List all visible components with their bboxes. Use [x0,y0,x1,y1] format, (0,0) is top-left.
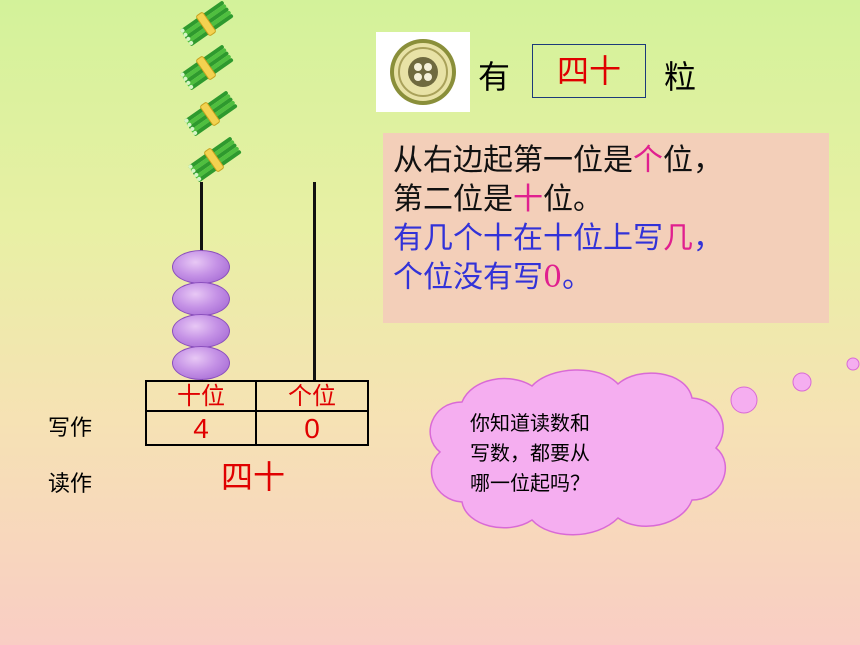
bubble-line-1: 你知道读数和 [470,411,590,435]
ones-header: 个位 [257,382,367,412]
rule-text: 第二位是 [393,182,513,217]
stick-bundles [178,0,244,185]
write-as-label: 写作 [48,416,93,441]
bundle-2 [178,42,236,93]
rule-text: 从右边起第一位是 [393,143,633,178]
rule-box: 从右边起第一位是个位， 第二位是十位。 有几个十在十位上写几， 个位没有写0。 [383,133,829,323]
rule-text: 位， [663,143,723,178]
tens-bead [172,314,230,348]
bubble-line-3: 哪一位起吗？ [470,471,590,495]
read-value: 四十 [221,458,286,496]
bundle-4 [186,134,244,185]
tens-bead [172,250,230,284]
rule-text: 位。 [543,182,603,217]
bundle-1 [178,0,236,49]
tens-digit: 4 [147,412,257,444]
rule-highlight: 十 [513,182,543,217]
rule-text: 个位没有写 [393,260,543,295]
tens-bead [172,282,230,316]
rule-text: ， [693,221,723,256]
tens-header: 十位 [147,382,257,412]
answer-box: 四十 [532,44,646,98]
thought-bubble [429,357,860,536]
rule-highlight: 个 [633,143,663,178]
has-label: 有 [478,58,511,96]
rule-highlight: 几 [663,221,693,256]
rule-line-1: 从右边起第一位是个位， [393,141,829,180]
ones-rod [313,182,316,380]
bundle-3 [182,88,240,139]
rule-text: 有几个十在十位上写 [393,221,663,256]
read-as-label: 读作 [48,472,93,497]
ones-digit: 0 [304,413,320,444]
rule-line-3: 有几个十在十位上写几， [393,219,829,258]
rule-line-2: 第二位是十位。 [393,180,829,219]
rule-highlight: 0 [543,260,563,295]
bubble-text: 你知道读数和 写数，都要从 哪一位起吗？ [470,408,670,498]
rule-line-4: 个位没有写0。 [393,258,829,297]
tens-bead [172,346,230,380]
button-icon [390,39,456,105]
place-value-table: 十位 个位 4 0 [145,380,369,446]
rule-text: 。 [562,260,593,295]
unit-label: 粒 [664,58,697,96]
bubble-line-2: 写数，都要从 [470,441,590,465]
button-card [376,32,470,112]
